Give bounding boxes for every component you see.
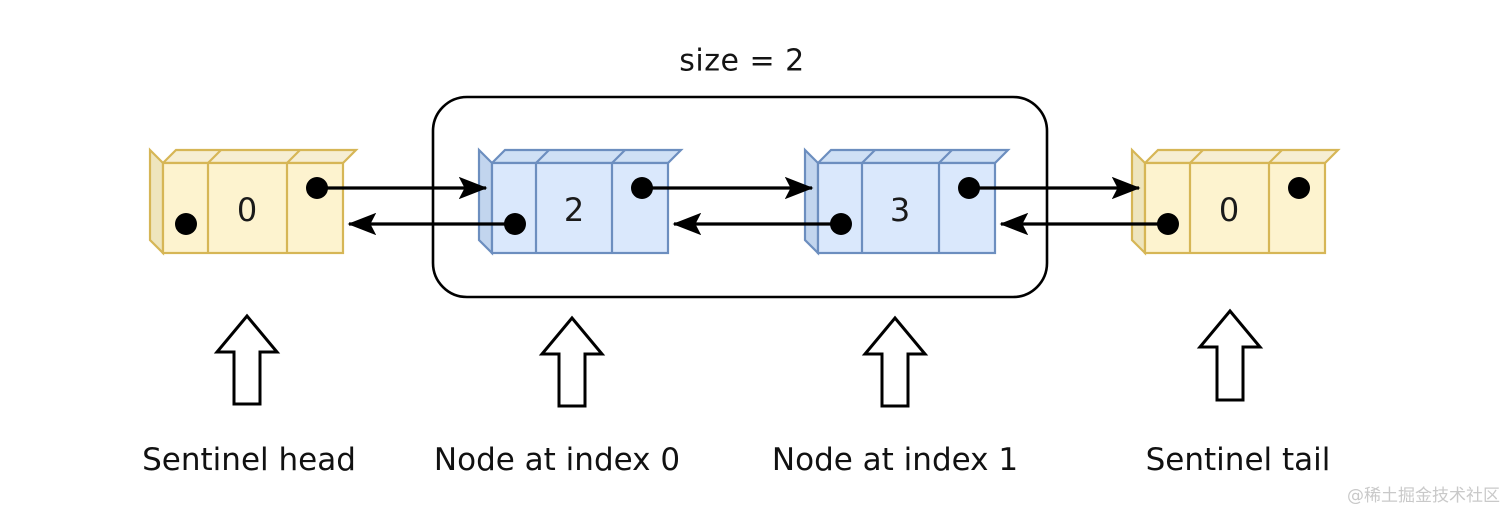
node-top-divider: [861, 149, 876, 164]
up-arrow-sentinel-tail: [1196, 308, 1264, 402]
node-value: 0: [237, 191, 257, 229]
caption-sentinel-tail: Sentinel tail: [1146, 442, 1331, 478]
node-top-divider: [286, 149, 301, 164]
up-arrow-node-index-1: [861, 315, 929, 408]
node-side-face: [477, 147, 494, 256]
node-top-divider: [938, 149, 953, 164]
node-sentinel-head: 0: [148, 147, 359, 256]
node-top-divider: [207, 149, 222, 164]
node-top-divider: [611, 149, 626, 164]
caption-sentinel-head: Sentinel head: [142, 442, 356, 478]
node-top-face: [815, 148, 1011, 165]
node-top-divider: [1268, 149, 1283, 164]
node-top-face: [160, 148, 359, 165]
node-index-0: 2: [477, 147, 684, 256]
node-index-1: 3: [803, 147, 1011, 256]
node-side-face: [148, 147, 165, 256]
node-top-face: [1142, 148, 1341, 165]
watermark: @稀土掘金技术社区: [1347, 486, 1500, 506]
node-sentinel-tail: 0: [1130, 147, 1341, 256]
node-value: 3: [890, 191, 910, 229]
group-boundary-box: [431, 95, 1049, 299]
prev-pointer-dot: [175, 213, 197, 235]
node-top-divider: [535, 149, 550, 164]
size-label: size = 2: [679, 44, 804, 79]
node-side-face: [1130, 147, 1147, 256]
up-arrow-sentinel-head: [213, 313, 281, 406]
node-top-divider: [1189, 149, 1204, 164]
node-value: 2: [564, 191, 584, 229]
up-arrow-node-index-0: [538, 315, 606, 408]
node-side-face: [803, 147, 820, 256]
node-top-face: [489, 148, 684, 165]
node-value: 0: [1219, 191, 1239, 229]
next-pointer-dot: [1288, 177, 1310, 199]
caption-node-index-1: Node at index 1: [772, 442, 1018, 478]
caption-node-index-0: Node at index 0: [434, 442, 680, 478]
